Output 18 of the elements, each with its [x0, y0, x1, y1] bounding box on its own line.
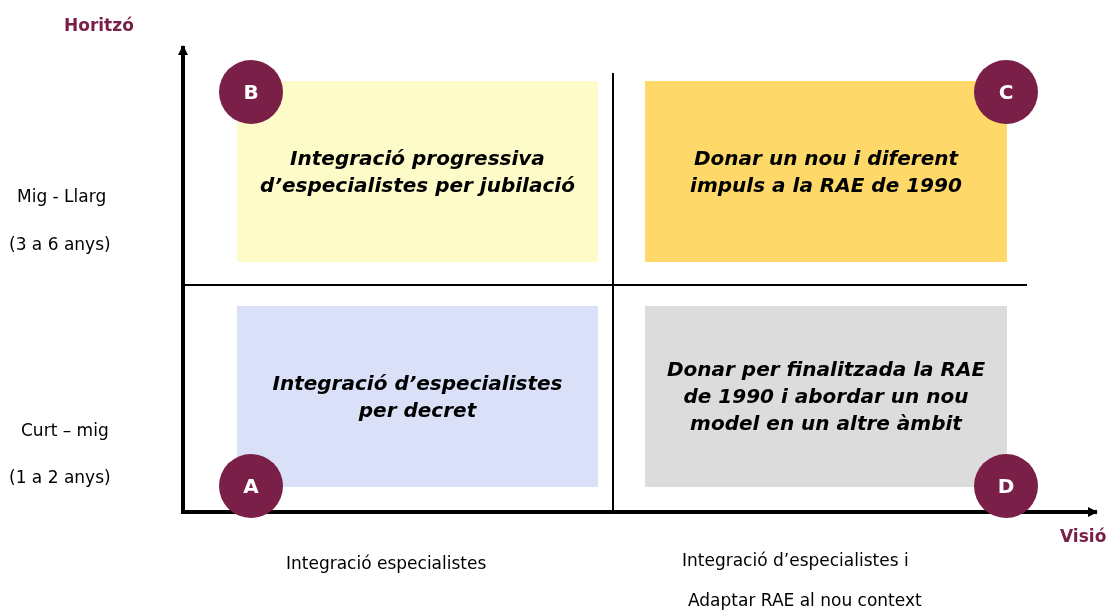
- quadrant-box: [237, 81, 598, 262]
- letter-badge: B: [219, 60, 283, 124]
- axis-label: Curt – mig: [21, 420, 109, 440]
- quadrant-text: Integració progressiva d’especialistes per jubilació: [259, 144, 576, 199]
- letter-badge: A: [219, 454, 283, 518]
- axis-label: (3 a 6 anys): [9, 234, 111, 254]
- quadrant-text: Donar per finalitzada la RAE de 1990 i abordar un nou model en un altre àmbit: [665, 356, 987, 437]
- letter-badge: C: [974, 60, 1038, 124]
- axis-label: Integració especialistes: [286, 553, 487, 573]
- quadrant-text: Donar un nou i diferent impuls a la RAE de 1990: [689, 144, 963, 199]
- axis-title: Visió: [1060, 526, 1107, 546]
- axis-title: Horitzó: [64, 15, 134, 35]
- axis-label: Adaptar RAE al nou context: [688, 590, 922, 610]
- axis-label: Mig - Llarg: [17, 186, 107, 206]
- letter-badge: D: [974, 454, 1038, 518]
- quadrant-text: Integració d’especialistes per decret: [271, 369, 564, 424]
- axis-label: (1 a 2 anys): [9, 467, 111, 487]
- axis-label: Integració d’especialistes i: [682, 550, 909, 570]
